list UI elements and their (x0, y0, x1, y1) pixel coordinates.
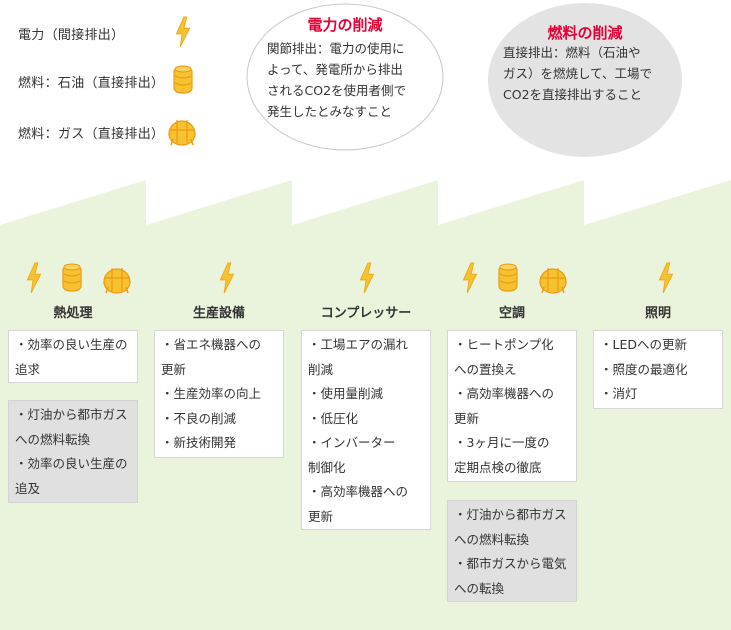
measure-item: ・新技術開発 (161, 435, 237, 450)
measure-item: への置換え (454, 361, 517, 377)
measure-item: ・灯油から都市ガス (15, 407, 128, 422)
measure-item: ・工場エアの漏れ (308, 337, 409, 352)
gas-tank-icon (101, 262, 133, 294)
bubble-fuel-title: 燃料の削減 (547, 24, 623, 42)
measure-item: ・高効率機器への (308, 484, 409, 499)
electric-measures-box: ・LEDへの更新 ・照度の最適化 ・消灯 (593, 330, 723, 409)
measure-item: ・灯油から都市ガス (454, 507, 567, 522)
column-title: 熱処理 (53, 306, 93, 321)
bubble-fuel-text: 直接排出：燃料（石油や ガス）を燃焼して、工場で CO2を直接排出すること (503, 45, 653, 102)
measure-item: 追求 (15, 361, 41, 377)
column-title: 生産設備 (192, 306, 245, 321)
measure-item: ・使用量削減 (308, 386, 384, 401)
measure-item: ・効率の良い生産の (15, 337, 128, 352)
electric-measures-box: ・ヒートポンプ化 への置換え ・高効率機器への 更新 ・3ヶ月に一度の 定期点検… (447, 330, 577, 482)
measure-item: ・低圧化 (308, 410, 359, 426)
bubble-electric: 電力の削減 関節排出：電力の使用に よって、発電所から排出 されるCO2を使用者… (245, 2, 445, 152)
lightning-icon (460, 262, 480, 294)
measure-item: 定期点検の徹底 (454, 459, 542, 475)
fuel-measures-box: ・灯油から都市ガス への燃料転換 ・都市ガスから電気 への転換 (447, 500, 577, 602)
measure-item: ・3ヶ月に一度の (454, 435, 550, 450)
bubble-fuel: 燃料の削減 直接排出：燃料（石油や ガス）を燃焼して、工場で CO2を直接排出す… (487, 2, 683, 159)
measure-item: ・インバーター (308, 435, 396, 450)
legend-label-oil: 燃料：石油（直接排出） (18, 76, 165, 91)
oil-drum-icon (172, 64, 194, 96)
measure-item: 更新 (161, 361, 187, 377)
measure-item: への燃料転換 (15, 431, 91, 447)
measure-item: ・効率の良い生産の (15, 456, 128, 471)
bubble-electric-title: 電力の削減 (307, 16, 383, 34)
gas-tank-icon (537, 262, 569, 294)
measure-item: ・不良の削減 (161, 410, 237, 426)
lightning-icon (656, 262, 676, 294)
measure-item: ・生産効率の向上 (161, 386, 262, 401)
legend-label-electric: 電力（間接排出） (18, 28, 125, 43)
measure-item: ・消灯 (600, 386, 638, 401)
measure-item: ・照度の最適化 (600, 361, 688, 377)
measure-item: への燃料転換 (454, 531, 530, 547)
bubble-electric-text: 関節排出：電力の使用に よって、発電所から排出 されるCO2を使用者側で 発生し… (267, 41, 407, 119)
measure-item: 削減 (308, 361, 334, 377)
measure-item: 更新 (454, 410, 480, 426)
lightning-icon (24, 262, 44, 294)
measure-item: への転換 (454, 580, 505, 596)
measure-item: ・ヒートポンプ化 (454, 337, 554, 352)
measure-item: 更新 (308, 508, 334, 524)
measure-item: ・都市ガスから電気 (454, 556, 567, 571)
oil-drum-icon (61, 262, 83, 294)
lightning-icon (173, 16, 193, 48)
measure-item: ・LEDへの更新 (600, 337, 687, 352)
measure-item: ・省エネ機器への (161, 337, 262, 352)
electric-measures-box: ・効率の良い生産の 追求 (8, 330, 138, 383)
column-title: コンプレッサー (320, 306, 412, 321)
fuel-measures-box: ・灯油から都市ガス への燃料転換 ・効率の良い生産の 追及 (8, 400, 138, 503)
measure-item: ・高効率機器への (454, 386, 555, 401)
legend-label-gas: 燃料：ガス（直接排出） (18, 127, 165, 142)
column-title: 空調 (498, 306, 525, 321)
gas-tank-icon (166, 114, 198, 146)
electric-measures-box: ・省エネ機器への 更新 ・生産効率の向上 ・不良の削減 ・新技術開発 (154, 330, 284, 458)
lightning-icon (217, 262, 237, 294)
measure-item: 制御化 (308, 459, 346, 475)
electric-measures-box: ・工場エアの漏れ 削減 ・使用量削減 ・低圧化 ・インバーター 制御化 ・高効率… (301, 330, 431, 530)
measure-item: 追及 (15, 480, 41, 496)
column-title: 照明 (644, 306, 671, 321)
bubble-fuel-shape (488, 3, 682, 157)
lightning-icon (357, 262, 377, 294)
oil-drum-icon (497, 262, 519, 294)
bubble-electric-shape (246, 3, 444, 151)
